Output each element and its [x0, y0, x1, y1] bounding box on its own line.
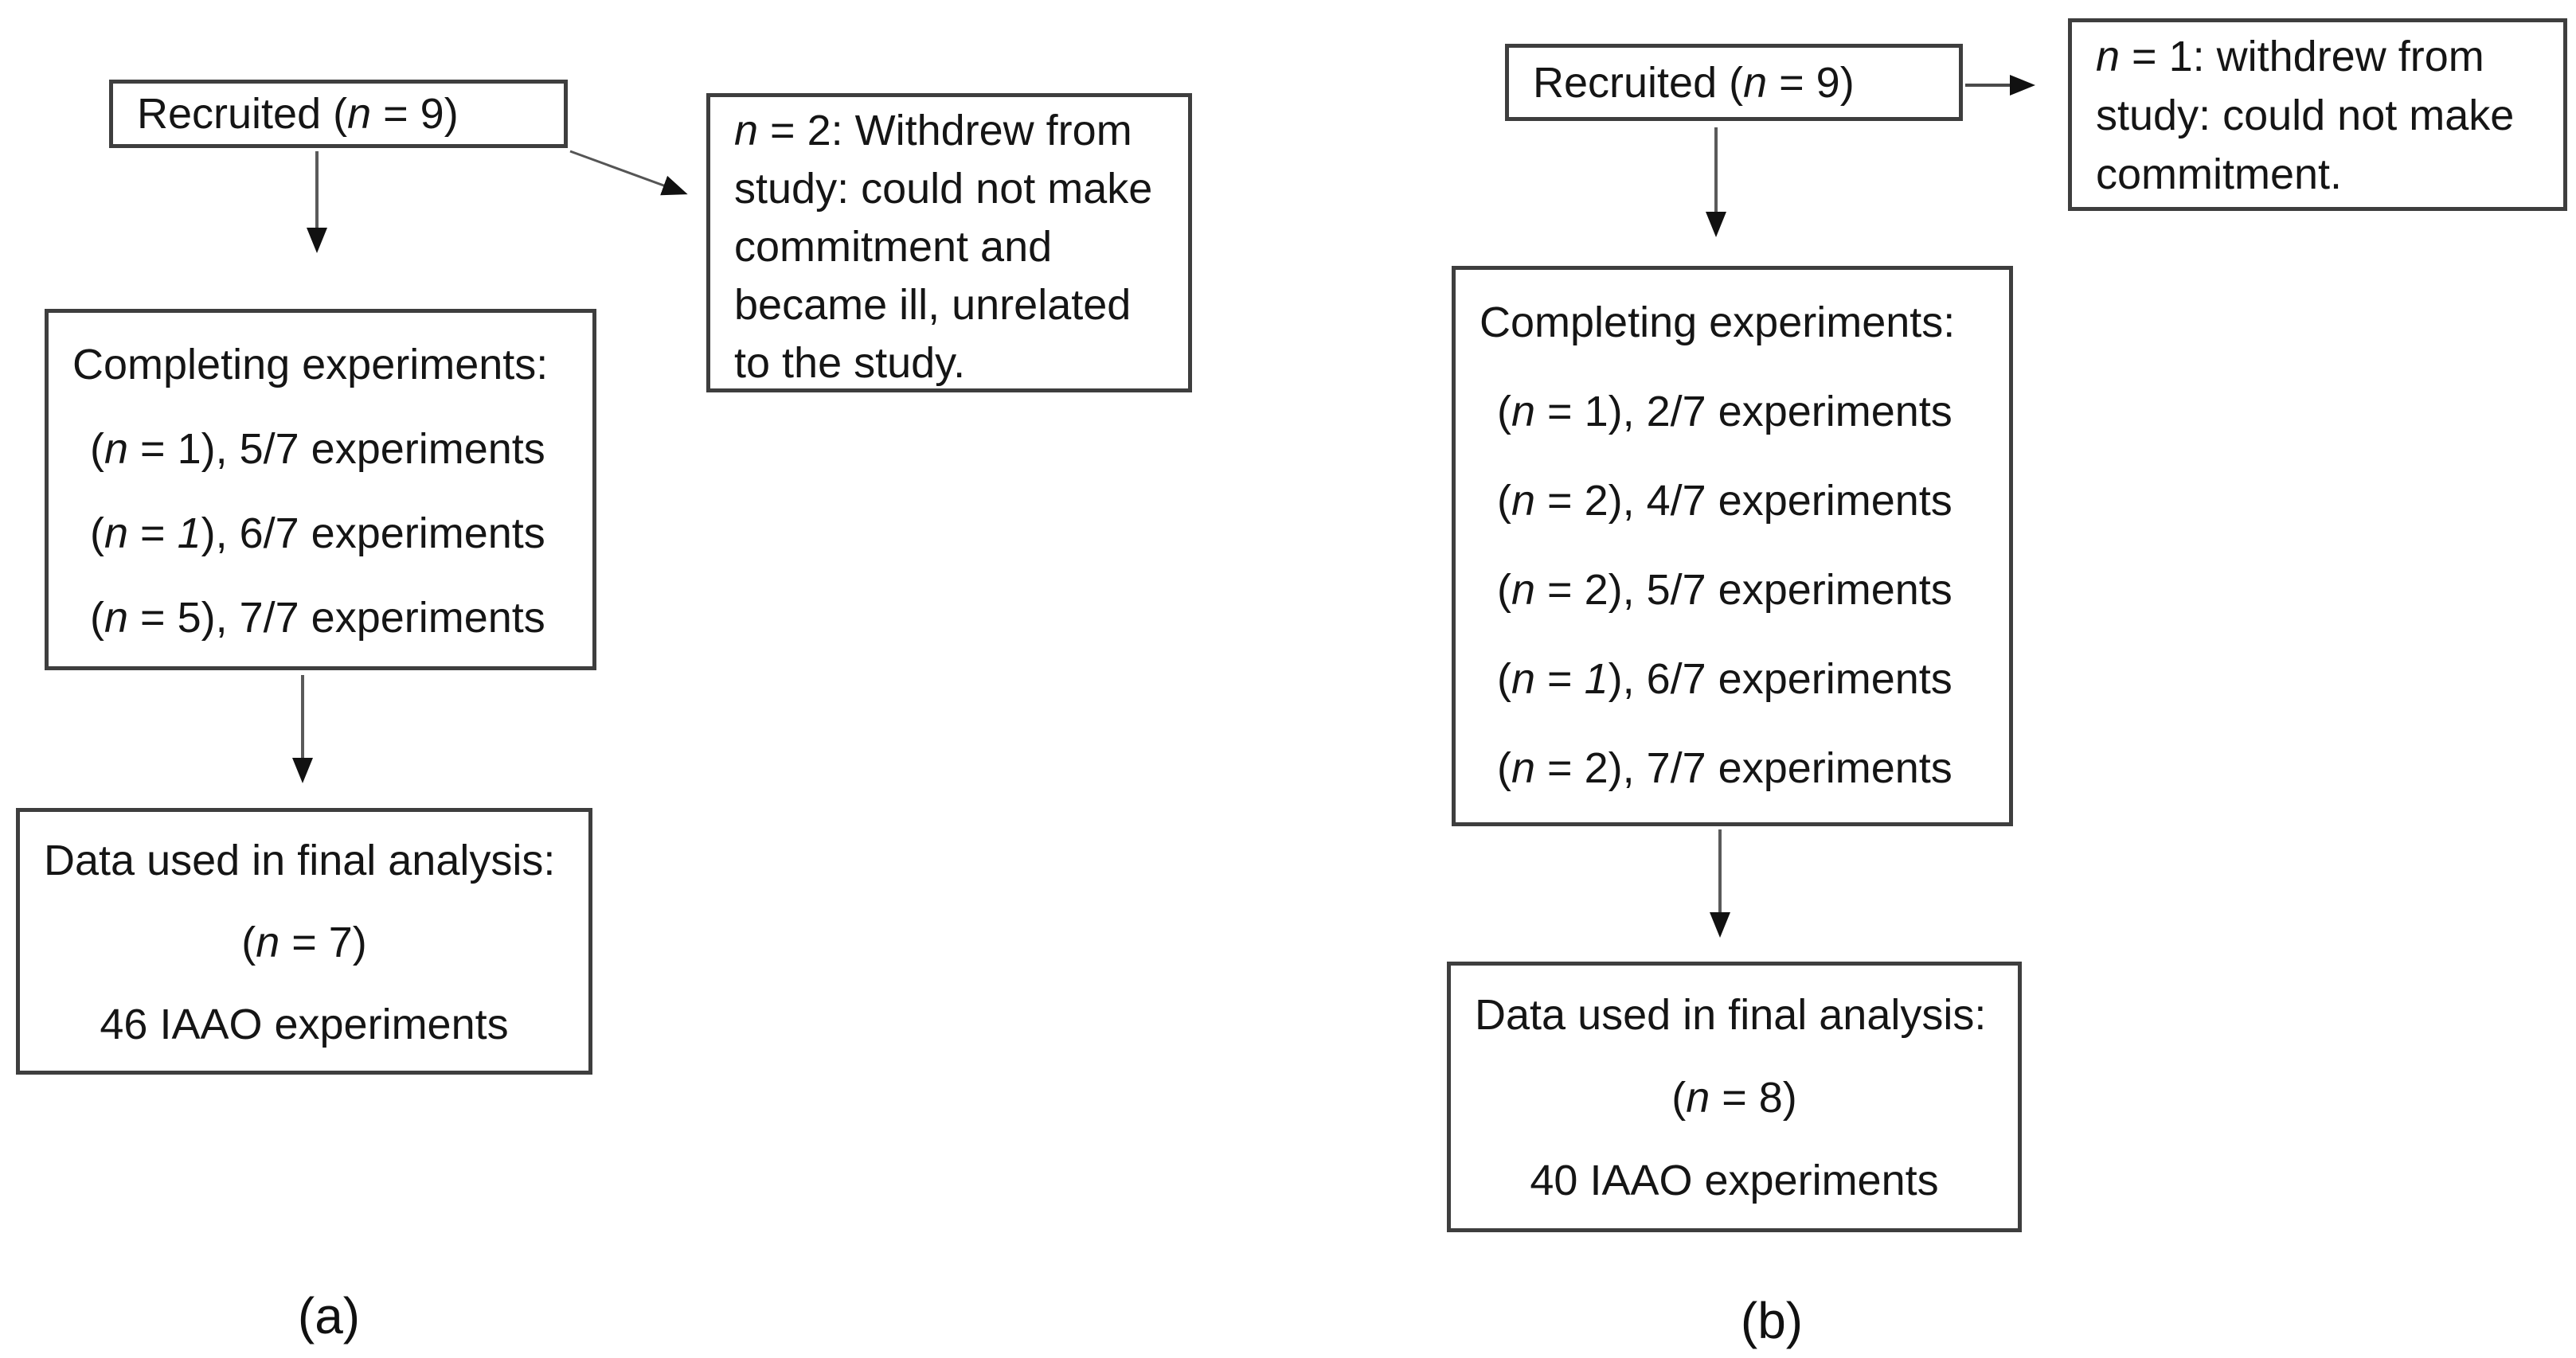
- completing-title-a: Completing experiments:: [49, 322, 592, 407]
- text-segment: n: [1511, 477, 1536, 525]
- text-segment: n: [104, 509, 129, 557]
- text-segment: commitment and: [734, 223, 1053, 271]
- note-line: became ill, unrelated: [710, 276, 1188, 334]
- text-segment: 40 IAAO experiments: [1530, 1157, 1939, 1204]
- text-segment: = 8): [1710, 1074, 1797, 1122]
- text-segment: = 9): [1767, 58, 1855, 107]
- text-segment: study: could not make: [2096, 92, 2515, 139]
- text-segment: n: [1511, 655, 1536, 703]
- text-segment: (: [1671, 1074, 1687, 1122]
- completing-line: (n = 5), 7/7 experiments: [49, 576, 592, 660]
- text-segment: Data used in final analysis:: [44, 837, 556, 884]
- final-n-a: (n = 7): [20, 902, 588, 984]
- text-segment: (: [1497, 477, 1511, 525]
- text-segment: 1: [1584, 655, 1609, 703]
- completing-experiments-box-a: Completing experiments: (n = 1), 5/7 exp…: [45, 309, 596, 670]
- text-segment: (: [241, 919, 256, 966]
- withdrawal-note-box-b: n = 1: withdrew from study: could not ma…: [2068, 18, 2567, 211]
- text-segment: = 2), 7/7 experiments: [1535, 744, 1953, 792]
- text-segment: n: [1511, 388, 1536, 435]
- text-segment: (: [90, 425, 104, 473]
- note-line: commitment and: [710, 218, 1188, 276]
- text-segment: n: [347, 90, 372, 138]
- text-segment: n: [734, 107, 759, 154]
- note-line: to the study.: [710, 334, 1188, 392]
- text-segment: = 5), 7/7 experiments: [128, 594, 545, 642]
- text-segment: (: [90, 594, 104, 642]
- text-segment: Completing experiments:: [72, 341, 549, 388]
- text-segment: Recruited (: [1533, 58, 1744, 107]
- text-segment: = 7): [279, 919, 367, 966]
- text-segment: n: [1511, 744, 1536, 792]
- text-segment: = 2), 5/7 experiments: [1535, 566, 1953, 614]
- text-segment: commitment.: [2096, 150, 2343, 198]
- withdrawal-note-box-a: n = 2: Withdrew from study: could not ma…: [706, 93, 1192, 392]
- text-segment: = 9): [371, 90, 459, 138]
- note-line: n = 2: Withdrew from: [710, 102, 1188, 160]
- text-segment: Data used in final analysis:: [1475, 991, 1987, 1039]
- completing-line: (n = 1), 6/7 experiments: [49, 491, 592, 576]
- text-segment: ), 6/7 experiments: [1608, 655, 1953, 703]
- text-segment: = 1), 5/7 experiments: [128, 425, 545, 473]
- recruited-label-b: Recruited (n = 9): [1509, 58, 1855, 107]
- recruited-box-b: Recruited (n = 9): [1505, 44, 1963, 121]
- note-line: study: could not make: [2072, 86, 2563, 145]
- note-line: n = 1: withdrew from: [2072, 27, 2563, 86]
- note-line: commitment.: [2072, 145, 2563, 204]
- completing-line: (n = 2), 4/7 experiments: [1456, 456, 2009, 545]
- final-title-a: Data used in final analysis:: [20, 820, 588, 902]
- text-segment: n: [104, 594, 129, 642]
- text-segment: n: [2096, 33, 2121, 80]
- completing-line: (n = 2), 5/7 experiments: [1456, 545, 2009, 634]
- text-segment: = 1: withdrew from: [2120, 33, 2484, 80]
- completing-title-b: Completing experiments:: [1456, 278, 2009, 367]
- recruited-label-a: Recruited (n = 9): [113, 89, 459, 139]
- text-segment: Completing experiments:: [1480, 299, 1956, 346]
- text-segment: n: [256, 919, 280, 966]
- completing-experiments-box-b: Completing experiments: (n = 1), 2/7 exp…: [1452, 266, 2013, 826]
- text-segment: n: [1511, 566, 1536, 614]
- text-segment: (: [1497, 655, 1511, 703]
- text-segment: (: [90, 509, 104, 557]
- completing-line: (n = 2), 7/7 experiments: [1456, 724, 2009, 813]
- final-experiments-a: 46 IAAO experiments: [20, 984, 588, 1066]
- text-segment: = 2: Withdrew from: [758, 107, 1132, 154]
- completing-line: (n = 1), 2/7 experiments: [1456, 367, 2009, 456]
- text-segment: = 1), 2/7 experiments: [1535, 388, 1953, 435]
- final-n-b: (n = 8): [1451, 1056, 2018, 1139]
- note-line: study: could not make: [710, 160, 1188, 218]
- text-segment: 46 IAAO experiments: [100, 1001, 509, 1048]
- text-segment: 1: [177, 509, 201, 557]
- final-experiments-b: 40 IAAO experiments: [1451, 1139, 2018, 1222]
- text-segment: became ill, unrelated: [734, 281, 1132, 329]
- final-analysis-box-b: Data used in final analysis: (n = 8) 40 …: [1447, 962, 2022, 1232]
- caption-b: (b): [1740, 1292, 1804, 1349]
- text-segment: n: [1686, 1074, 1710, 1122]
- recruited-box-a: Recruited (n = 9): [109, 80, 568, 148]
- text-segment: (: [1497, 388, 1511, 435]
- text-segment: = 2), 4/7 experiments: [1535, 477, 1953, 525]
- completing-line: (n = 1), 6/7 experiments: [1456, 634, 2009, 724]
- text-segment: =: [128, 509, 178, 557]
- text-segment: (: [1497, 744, 1511, 792]
- final-analysis-box-a: Data used in final analysis: (n = 7) 46 …: [16, 808, 592, 1075]
- text-segment: (: [1497, 566, 1511, 614]
- text-segment: =: [1535, 655, 1585, 703]
- text-segment: to the study.: [734, 339, 966, 387]
- text-segment: ), 6/7 experiments: [201, 509, 545, 557]
- text-segment: study: could not make: [734, 165, 1153, 213]
- text-segment: n: [1743, 58, 1768, 107]
- arrow-recruited-to-note-a: [569, 150, 688, 196]
- text-segment: Recruited (: [137, 90, 348, 138]
- caption-a: (a): [297, 1287, 361, 1344]
- completing-line: (n = 1), 5/7 experiments: [49, 407, 592, 491]
- text-segment: n: [104, 425, 129, 473]
- final-title-b: Data used in final analysis:: [1451, 974, 2018, 1056]
